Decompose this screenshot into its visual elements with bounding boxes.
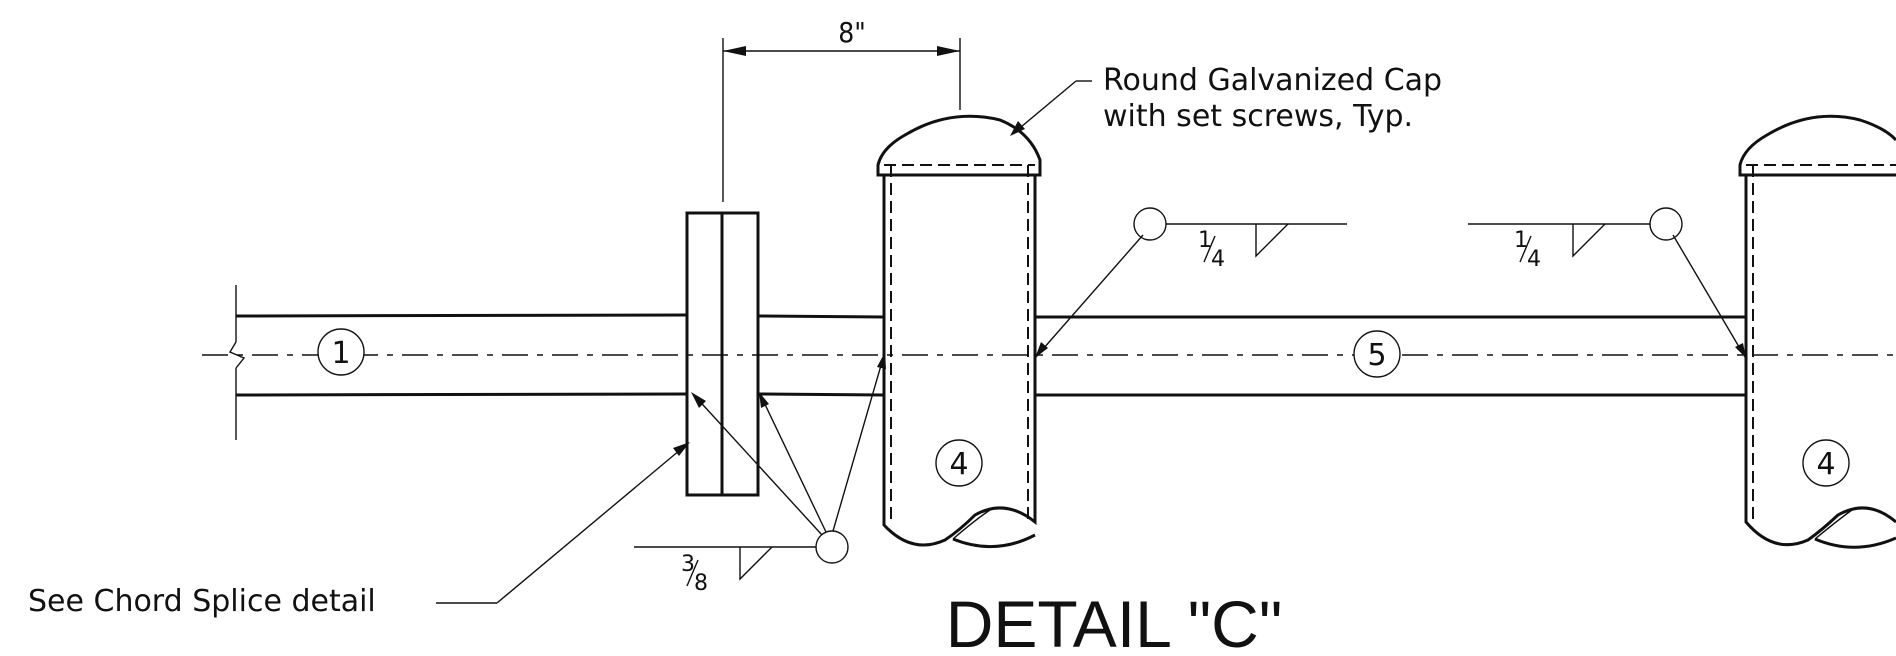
weld-right-numerator: 1 — [1514, 228, 1528, 253]
post-left — [882, 165, 1037, 549]
weld-symbol-left — [1035, 207, 1347, 358]
part-tag-post-left: 4 — [935, 439, 983, 487]
weld-left-numerator: 1 — [1198, 228, 1212, 253]
splice-plates — [685, 211, 760, 497]
weld-bottom-numerator: 3 — [681, 552, 695, 577]
svg-text:4: 4 — [1816, 447, 1835, 482]
cap-callout-line2: with set screws, Typ. — [1103, 99, 1413, 134]
cap-left — [876, 114, 1042, 177]
cap-callout-line1: Round Galvanized Cap — [1103, 63, 1442, 98]
chord-splice-callout: See Chord Splice detail — [28, 584, 376, 619]
weld-left-denominator: 4 — [1211, 247, 1225, 272]
break-line — [228, 285, 246, 440]
chord-member — [235, 313, 885, 397]
weld-right-denominator: 4 — [1527, 247, 1541, 272]
part-tag-chord: 1 — [317, 328, 365, 376]
rail-member — [1035, 315, 1746, 397]
svg-text:4: 4 — [949, 447, 968, 482]
svg-text:5: 5 — [1367, 338, 1386, 373]
weld-bottom-denominator: 8 — [694, 571, 708, 596]
part-tag-rail: 5 — [1353, 330, 1401, 378]
chord-splice-leader — [436, 442, 690, 604]
cap-right — [1738, 114, 1896, 177]
post-right — [1744, 165, 1896, 549]
cap-leader — [1010, 80, 1092, 136]
weld-symbol-right — [1468, 207, 1746, 358]
dimension-8in — [722, 38, 961, 202]
part-tag-post-right: 4 — [1802, 439, 1850, 487]
detail-title: DETAIL "C" — [946, 587, 1283, 656]
weld-symbol-bottom — [634, 352, 886, 581]
dimension-label: 8" — [838, 16, 866, 49]
svg-text:1: 1 — [331, 336, 350, 371]
